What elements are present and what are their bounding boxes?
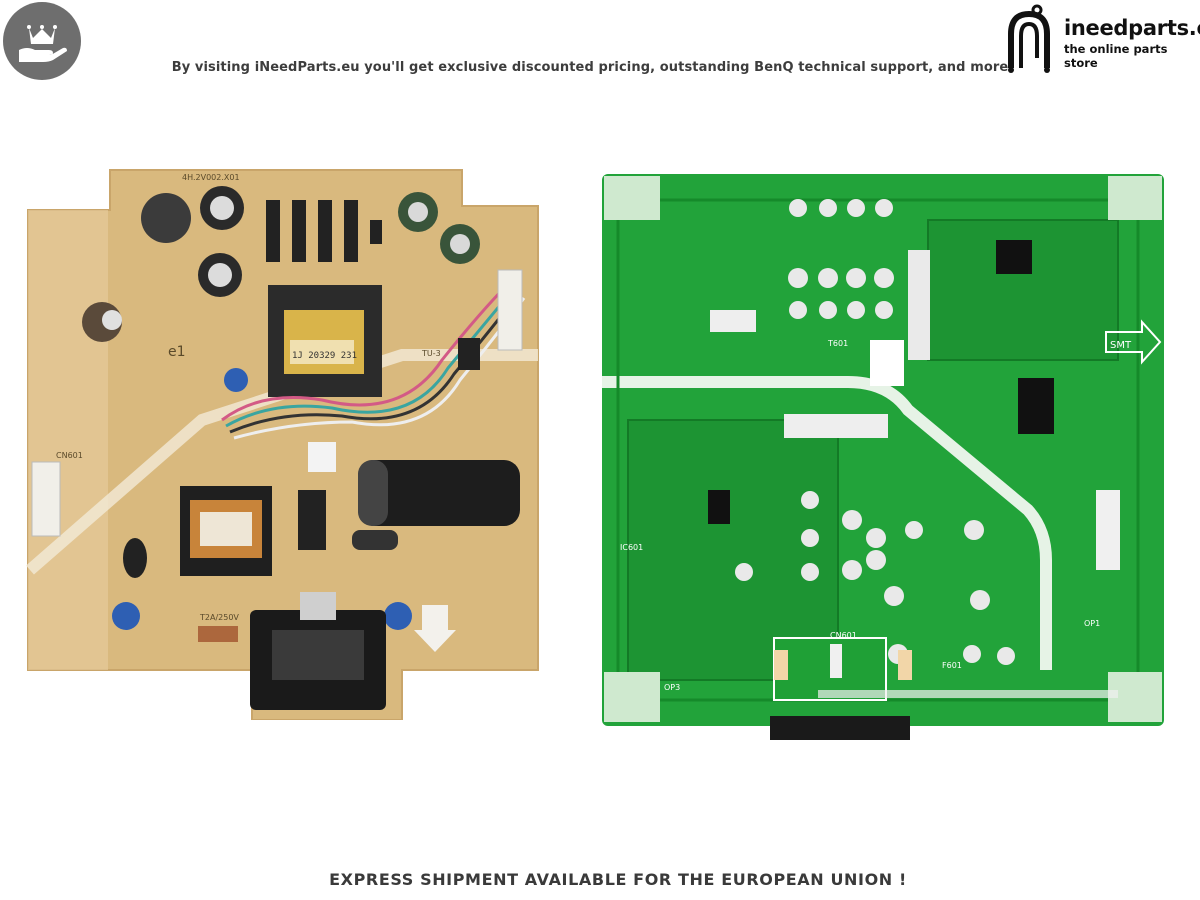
logo-name: ineedparts.eu — [1064, 16, 1200, 40]
label-ic601: IC601 — [620, 543, 643, 552]
pcb-component-side-image: 1J 20329 231 CN601 T2A/250V — [22, 160, 542, 721]
label-smt: SMT — [1110, 340, 1132, 351]
label-op3: OP3 — [664, 683, 680, 692]
label-t601: T601 — [827, 339, 848, 348]
plug-cable-icon — [1008, 4, 1050, 73]
label-e1: e1 — [168, 344, 186, 360]
label-f601: F601 — [942, 661, 962, 670]
label-board: 4H.2V002.X01 — [182, 173, 240, 182]
label-fuse: T2A/250V — [199, 613, 239, 622]
label-op1: OP1 — [1084, 619, 1100, 628]
crown-hand-icon — [19, 25, 67, 62]
logo-subtitle: the online parts store — [1064, 42, 1168, 70]
transformer-label: 1J 20329 231 — [292, 351, 357, 361]
ineedparts-logo[interactable]: ineedparts.eu the online parts store — [1003, 2, 1200, 76]
label-tu: TU-3 — [421, 349, 441, 358]
label-cn: CN601 — [56, 451, 83, 460]
pcb-solder-side-image: SMT CN601 T601 IC601 F601 OP1 OP3 — [598, 160, 1170, 740]
crown-hand-badge — [3, 2, 81, 80]
promo-tagline: By visiting iNeedParts.eu you'll get exc… — [171, 60, 1009, 75]
label-cn601: CN601 — [830, 631, 857, 640]
express-shipment-banner: EXPRESS SHIPMENT AVAILABLE FOR THE EUROP… — [329, 870, 907, 889]
